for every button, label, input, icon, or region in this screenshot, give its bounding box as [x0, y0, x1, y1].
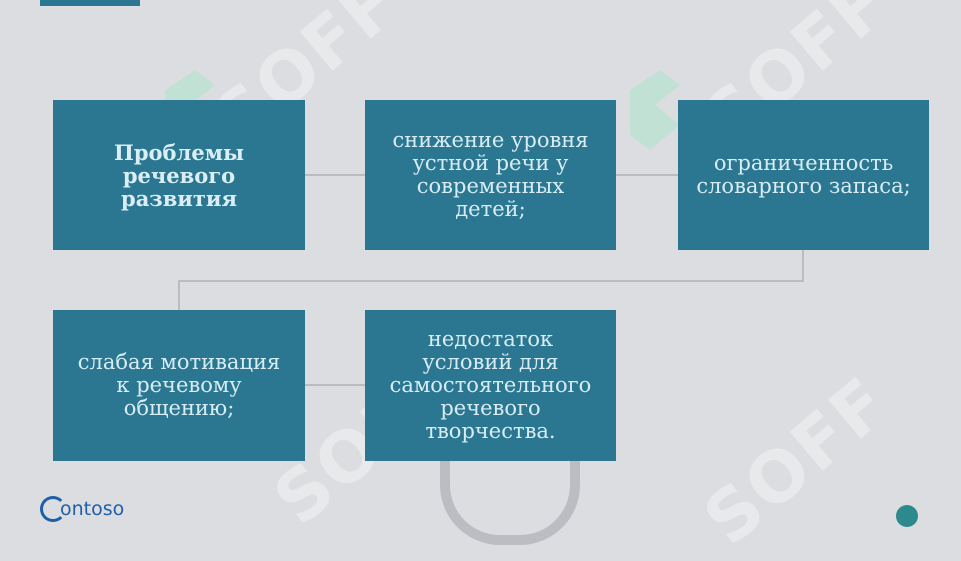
- logo-c-icon: [40, 496, 66, 522]
- logo-text: ontoso: [60, 498, 125, 520]
- problem-box-speech-level: снижение уровня устной речи у современны…: [365, 100, 616, 250]
- connector-line: [305, 174, 365, 176]
- connector-line: [802, 250, 804, 280]
- watermark-text: SOFF: [688, 360, 905, 561]
- contoso-logo: ontoso: [40, 496, 124, 522]
- top-accent-bar: [40, 0, 140, 6]
- connector-line: [305, 384, 365, 386]
- diagram-title-box: Проблемы речевого развития: [53, 100, 305, 250]
- connector-line: [178, 280, 804, 282]
- problem-box-conditions: недостаток условий для самостоятельного …: [365, 310, 616, 461]
- problem-box-vocabulary: ограниченность словарного запаса;: [678, 100, 929, 250]
- connector-line: [616, 174, 678, 176]
- accent-dot: [896, 505, 918, 527]
- problem-box-motivation: слабая мотивация к речевому общению;: [53, 310, 305, 461]
- connector-line: [178, 280, 180, 310]
- decorative-swirl: [440, 455, 580, 545]
